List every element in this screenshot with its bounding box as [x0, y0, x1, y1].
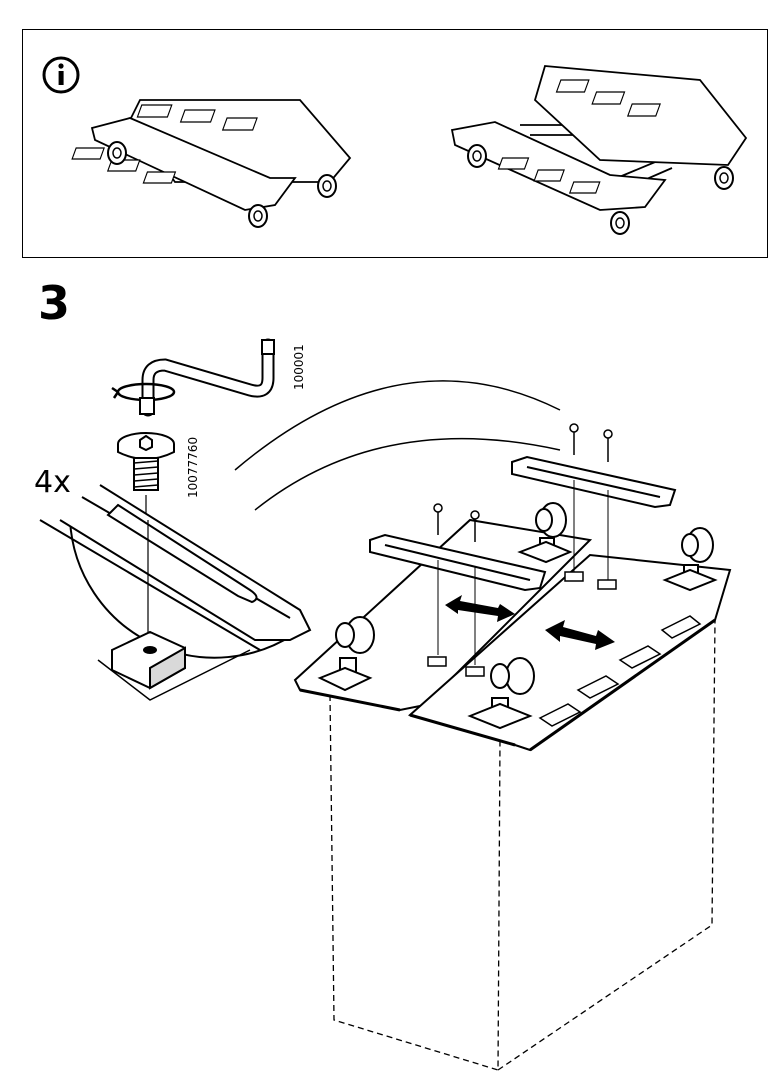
info-panel: [22, 29, 768, 258]
info-variant-wide: [450, 65, 748, 235]
quantity-label: 4x: [34, 465, 71, 500]
detail-magnifier: [39, 380, 561, 701]
screw-part-number: 10077760: [186, 436, 200, 498]
info-variant-narrow: [71, 99, 352, 228]
rail-screws: [427, 423, 617, 677]
info-icon: [42, 56, 80, 94]
caster-wheels: [317, 502, 718, 730]
cabinet-outline: [329, 619, 716, 1071]
slide-rails-icon: [445, 595, 615, 650]
step-number: 3: [38, 276, 71, 330]
allen-key-icon: [111, 338, 275, 417]
screw-icon: [117, 432, 175, 520]
rail-back: [511, 455, 677, 509]
rail-front: [369, 533, 547, 592]
tool-part-number: 100001: [292, 344, 306, 390]
